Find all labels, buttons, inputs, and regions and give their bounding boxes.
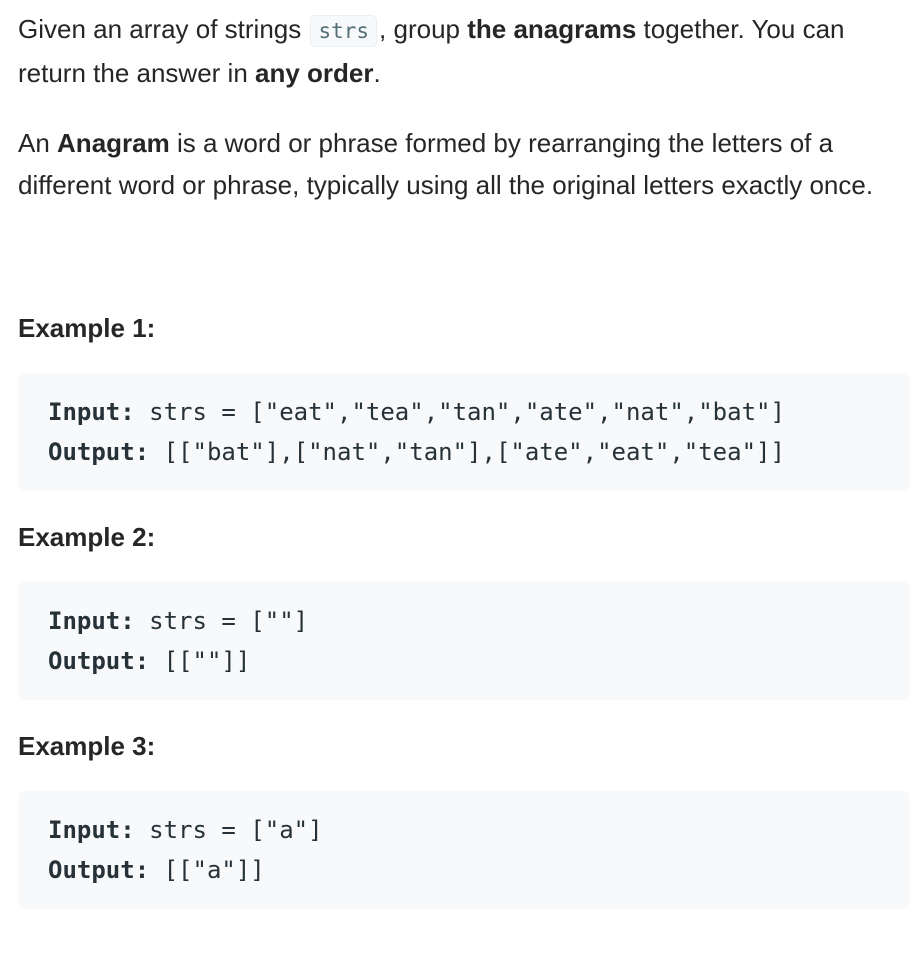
intro-text-4: . [373,58,381,88]
example-2: Example 2: Input: strs = [""] Output: [[… [18,519,910,700]
example-2-code-block: Input: strs = [""] Output: [[""]] [18,582,910,700]
example-1-output-value: [["bat"],["nat","tan"],["ate","eat","tea… [149,438,785,466]
problem-description: Given an array of strings strs, group th… [18,8,910,909]
example-1: Example 1: Input: strs = ["eat","tea","t… [18,310,910,491]
example-2-output-label: Output: [48,647,150,675]
example-2-input-value: strs = [""] [134,607,309,635]
problem-intro: Given an array of strings strs, group th… [18,8,910,94]
inline-code-strs: strs [310,15,378,47]
intro-bold-anagrams: the anagrams [467,14,637,44]
definition-text-1: An [18,128,58,158]
example-1-title: Example 1: [18,313,156,343]
intro-text-3: together. You can return the answer in [18,14,845,88]
definition-text-2: is a word or phrase formed by rearrangin… [18,128,874,200]
intro-bold-any-order: any order [255,58,374,88]
example-2-output-value: [[""]] [149,647,251,675]
example-3-code-block: Input: strs = ["a"] Output: [["a"]] [18,791,910,909]
example-2-input-label: Input: [48,607,135,635]
anagram-definition: An Anagram is a word or phrase formed by… [18,122,910,206]
definition-bold-anagram: Anagram [57,128,170,158]
intro-text-2: , group [379,14,468,44]
example-1-code-block: Input: strs = ["eat","tea","tan","ate","… [18,373,910,491]
example-3: Example 3: Input: strs = ["a"] Output: [… [18,728,910,909]
example-1-output-label: Output: [48,438,150,466]
example-1-input-label: Input: [48,398,135,426]
example-3-input-label: Input: [48,816,135,844]
example-2-title: Example 2: [18,522,156,552]
example-3-input-value: strs = ["a"] [134,816,323,844]
example-3-output-label: Output: [48,856,150,884]
intro-text-1: Given an array of strings [18,14,309,44]
example-1-input-value: strs = ["eat","tea","tan","ate","nat","b… [134,398,785,426]
example-3-output-value: [["a"]] [149,856,265,884]
example-3-title: Example 3: [18,731,156,761]
